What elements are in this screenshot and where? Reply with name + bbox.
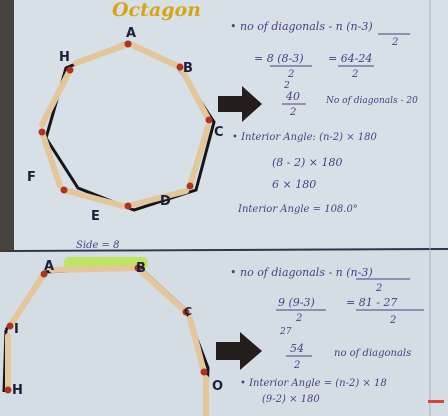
b-diag-note: 27: [279, 327, 292, 337]
bottom-vertex-i: I: [14, 322, 19, 337]
diag-line-3-den: 2: [289, 107, 296, 118]
vertex-label-e: E: [91, 209, 100, 224]
diag-line-3-num: 40: [285, 90, 300, 103]
b-diag-line-3-den: 2: [293, 360, 300, 371]
vertex-label-b: B: [183, 61, 193, 76]
b-diag-line-1-den: 2: [375, 283, 382, 294]
title-text: Octagon: [112, 0, 201, 21]
bottom-matchsticks: [5, 265, 209, 416]
side-label: Side = 8: [76, 240, 119, 251]
bottom-match-heads: [4, 264, 208, 394]
b-diag-line-3-text: no of diagonals: [334, 348, 411, 359]
vertex-label-d: D: [160, 194, 171, 209]
left-shadow: [0, 0, 14, 250]
angle-line-4: Interior Angle = 108.0°: [237, 204, 358, 215]
diag-line-2b-den: 2: [351, 69, 358, 80]
bottom-vertex-h: H: [12, 383, 23, 398]
bottom-vertex-b: B: [136, 261, 146, 276]
bottom-vertex-c: C: [184, 305, 192, 318]
arrow-icon: [218, 86, 262, 122]
diag-line-2: = 8 (8-3): [254, 52, 304, 65]
vertex-label-a: A: [126, 26, 136, 41]
diag-line-2-den: 2: [287, 69, 294, 80]
top-worksheet: [12, 0, 448, 250]
bottom-vertex-o: O: [212, 379, 223, 394]
b-diag-line-2b: = 81 - 27: [346, 296, 397, 309]
arrow-icon: [216, 332, 262, 370]
angle-line-3: 6 × 180: [272, 178, 316, 191]
b-diag-line-2b-den: 2: [389, 315, 396, 326]
vertex-label-f: F: [27, 170, 36, 185]
b-diag-line-2: 9 (9-3): [278, 296, 315, 309]
top-matchsticks: [39, 41, 212, 209]
top-diagonals-notes: • no of diagonals - n (n-3) 2 = 8 (8-3) …: [230, 20, 418, 118]
b-diag-line-2-den: 2: [295, 313, 302, 324]
vertex-label-h: H: [59, 50, 70, 65]
bottom-vertex-a: A: [44, 259, 54, 274]
diag-line-1: • no of diagonals - n (n-3): [230, 20, 373, 33]
diag-note-2: 2: [283, 81, 290, 91]
angle-line-1: • Interior Angle: (n-2) × 180: [232, 132, 378, 143]
bottom-angle-notes: • Interior Angle = (n-2) × 18 (9-2) × 18…: [240, 378, 387, 405]
b-angle-line-2: (9-2) × 180: [262, 394, 320, 405]
diag-line-1-den: 2: [391, 37, 398, 48]
bottom-worksheet: [0, 250, 448, 416]
vertex-label-c: C: [214, 125, 224, 140]
b-diag-line-1: • no of diagonals - n (n-3): [230, 266, 373, 279]
b-angle-line-1: • Interior Angle = (n-2) × 18: [240, 378, 387, 389]
diag-line-3-text: No of diagonals - 20: [325, 96, 418, 106]
top-match-heads: [38, 40, 213, 210]
red-mark: [428, 400, 444, 403]
angle-line-2: (8 - 2) × 180: [272, 156, 343, 169]
page-divider: [9, 248, 448, 252]
top-angle-notes: • Interior Angle: (n-2) × 180 (8 - 2) × …: [232, 132, 378, 215]
bottom-polygon: A B C I H O: [2, 259, 223, 416]
diag-line-2b: = 64-24: [328, 52, 372, 65]
bottom-diagonals-notes: • no of diagonals - n (n-3) 2 9 (9-3) 2 …: [230, 266, 424, 371]
b-diag-line-3-num: 54: [290, 342, 304, 355]
top-octagon: A B C D E F H: [27, 26, 224, 224]
